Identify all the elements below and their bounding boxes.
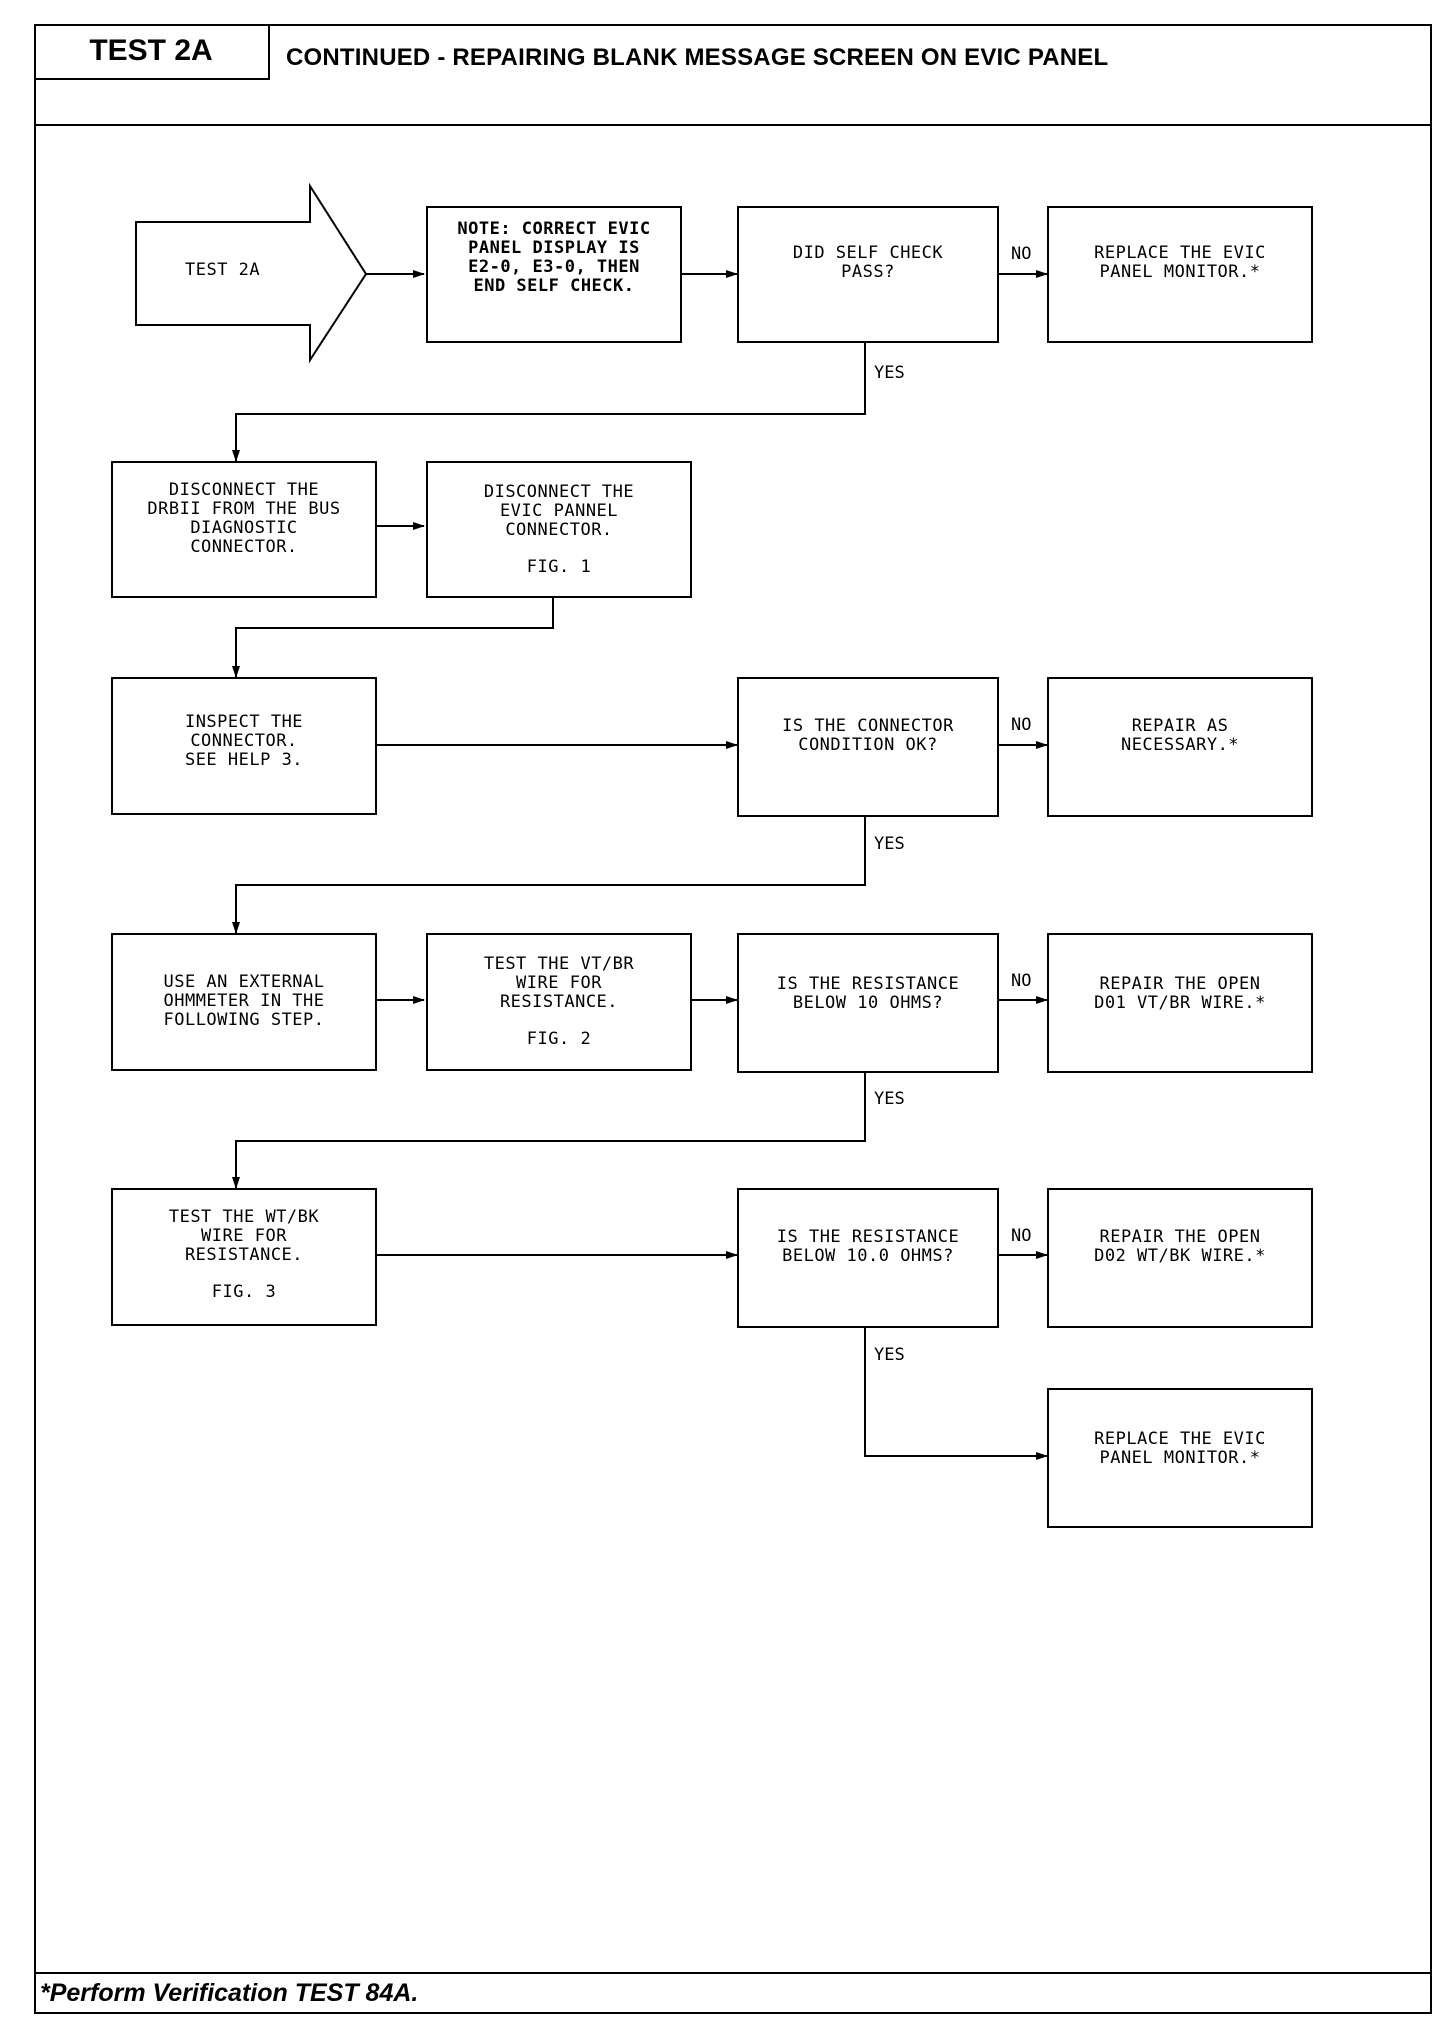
yes-label-connector: YES (874, 834, 905, 854)
yes-label-wtbk: YES (874, 1345, 905, 1365)
figure-ref-3: FIG. 3 (211, 1282, 277, 1302)
action-repair-d02: REPAIR THE OPEN D02 WT/BK WIRE.* (1047, 1188, 1313, 1328)
step-test-vtbr-text: TEST THE VT/BR WIRE FOR RESISTANCE. (483, 954, 635, 1012)
decision-self-check: DID SELF CHECK PASS? (737, 206, 999, 343)
action-repair-as-necessary-text: REPAIR AS NECESSARY.* (1120, 716, 1240, 755)
decision-resistance-vtbr: IS THE RESISTANCE BELOW 10 OHMS? (737, 933, 999, 1073)
decision-connector-ok: IS THE CONNECTOR CONDITION OK? (737, 677, 999, 817)
yes-label-self-check: YES (874, 363, 905, 383)
page-footer: *Perform Verification TEST 84A. (34, 1972, 1432, 2014)
connector-q4-yes (864, 1326, 1048, 1460)
action-replace-evic-1: REPLACE THE EVIC PANEL MONITOR.* (1047, 206, 1313, 343)
figure-ref-1: FIG. 1 (526, 557, 592, 577)
step-disconnect-evic: DISCONNECT THE EVIC PANNEL CONNECTOR. FI… (426, 461, 692, 598)
no-label-wtbk: NO (1011, 1226, 1032, 1246)
page-frame (34, 24, 1432, 2014)
connector-q2-yes (232, 815, 866, 934)
note-box: NOTE: CORRECT EVIC PANEL DISPLAY IS E2-0… (426, 206, 682, 343)
step-external-ohmmeter: USE AN EXTERNAL OHMMETER IN THE FOLLOWIN… (111, 933, 377, 1071)
page-header: TEST 2A CONTINUED - REPAIRING BLANK MESS… (34, 24, 1432, 126)
decision-connector-ok-text: IS THE CONNECTOR CONDITION OK? (782, 716, 954, 755)
yes-label-vtbr: YES (874, 1089, 905, 1109)
note-text: NOTE: CORRECT EVIC PANEL DISPLAY IS E2-0… (457, 219, 651, 296)
action-repair-d02-text: REPAIR THE OPEN D02 WT/BK WIRE.* (1094, 1227, 1266, 1266)
decision-self-check-text: DID SELF CHECK PASS? (792, 243, 944, 282)
action-repair-d01: REPAIR THE OPEN D01 VT/BR WIRE.* (1047, 933, 1313, 1073)
action-replace-evic-2: REPLACE THE EVIC PANEL MONITOR.* (1047, 1388, 1313, 1528)
no-label-connector: NO (1011, 715, 1032, 735)
step-inspect-connector: INSPECT THE CONNECTOR. SEE HELP 3. (111, 677, 377, 815)
action-replace-evic-2-text: REPLACE THE EVIC PANEL MONITOR.* (1094, 1429, 1266, 1468)
connector-q3-yes (232, 1071, 866, 1189)
step-external-ohmmeter-text: USE AN EXTERNAL OHMMETER IN THE FOLLOWIN… (163, 972, 325, 1030)
figure-ref-2: FIG. 2 (526, 1029, 592, 1049)
step-disconnect-evic-text: DISCONNECT THE EVIC PANNEL CONNECTOR. (483, 482, 635, 540)
action-repair-d01-text: REPAIR THE OPEN D01 VT/BR WIRE.* (1094, 974, 1266, 1013)
step-test-wtbk-text: TEST THE WT/BK WIRE FOR RESISTANCE. (168, 1207, 320, 1265)
start-arrow-label: TEST 2A (185, 260, 261, 280)
action-repair-as-necessary: REPAIR AS NECESSARY.* (1047, 677, 1313, 817)
test-id-label: TEST 2A (34, 24, 270, 80)
step-disconnect-drbii-text: DISCONNECT THE DRBII FROM THE BUS DIAGNO… (147, 480, 341, 557)
no-label-self-check: NO (1011, 244, 1032, 264)
decision-resistance-vtbr-text: IS THE RESISTANCE BELOW 10 OHMS? (776, 974, 960, 1013)
step-test-wtbk: TEST THE WT/BK WIRE FOR RESISTANCE. FIG.… (111, 1188, 377, 1326)
decision-resistance-wtbk-text: IS THE RESISTANCE BELOW 10.0 OHMS? (776, 1227, 960, 1266)
step-inspect-connector-text: INSPECT THE CONNECTOR. SEE HELP 3. (184, 712, 304, 770)
decision-resistance-wtbk: IS THE RESISTANCE BELOW 10.0 OHMS? (737, 1188, 999, 1328)
connector-row2-to-row3 (232, 596, 554, 678)
page-title: CONTINUED - REPAIRING BLANK MESSAGE SCRE… (286, 44, 1109, 71)
action-replace-evic-1-text: REPLACE THE EVIC PANEL MONITOR.* (1094, 243, 1266, 282)
connector-q1-yes (232, 342, 866, 462)
step-test-vtbr: TEST THE VT/BR WIRE FOR RESISTANCE. FIG.… (426, 933, 692, 1071)
start-arrow-shape (135, 182, 368, 364)
no-label-vtbr: NO (1011, 971, 1032, 991)
footer-note: *Perform Verification TEST 84A. (40, 1979, 419, 2007)
step-disconnect-drbii: DISCONNECT THE DRBII FROM THE BUS DIAGNO… (111, 461, 377, 598)
